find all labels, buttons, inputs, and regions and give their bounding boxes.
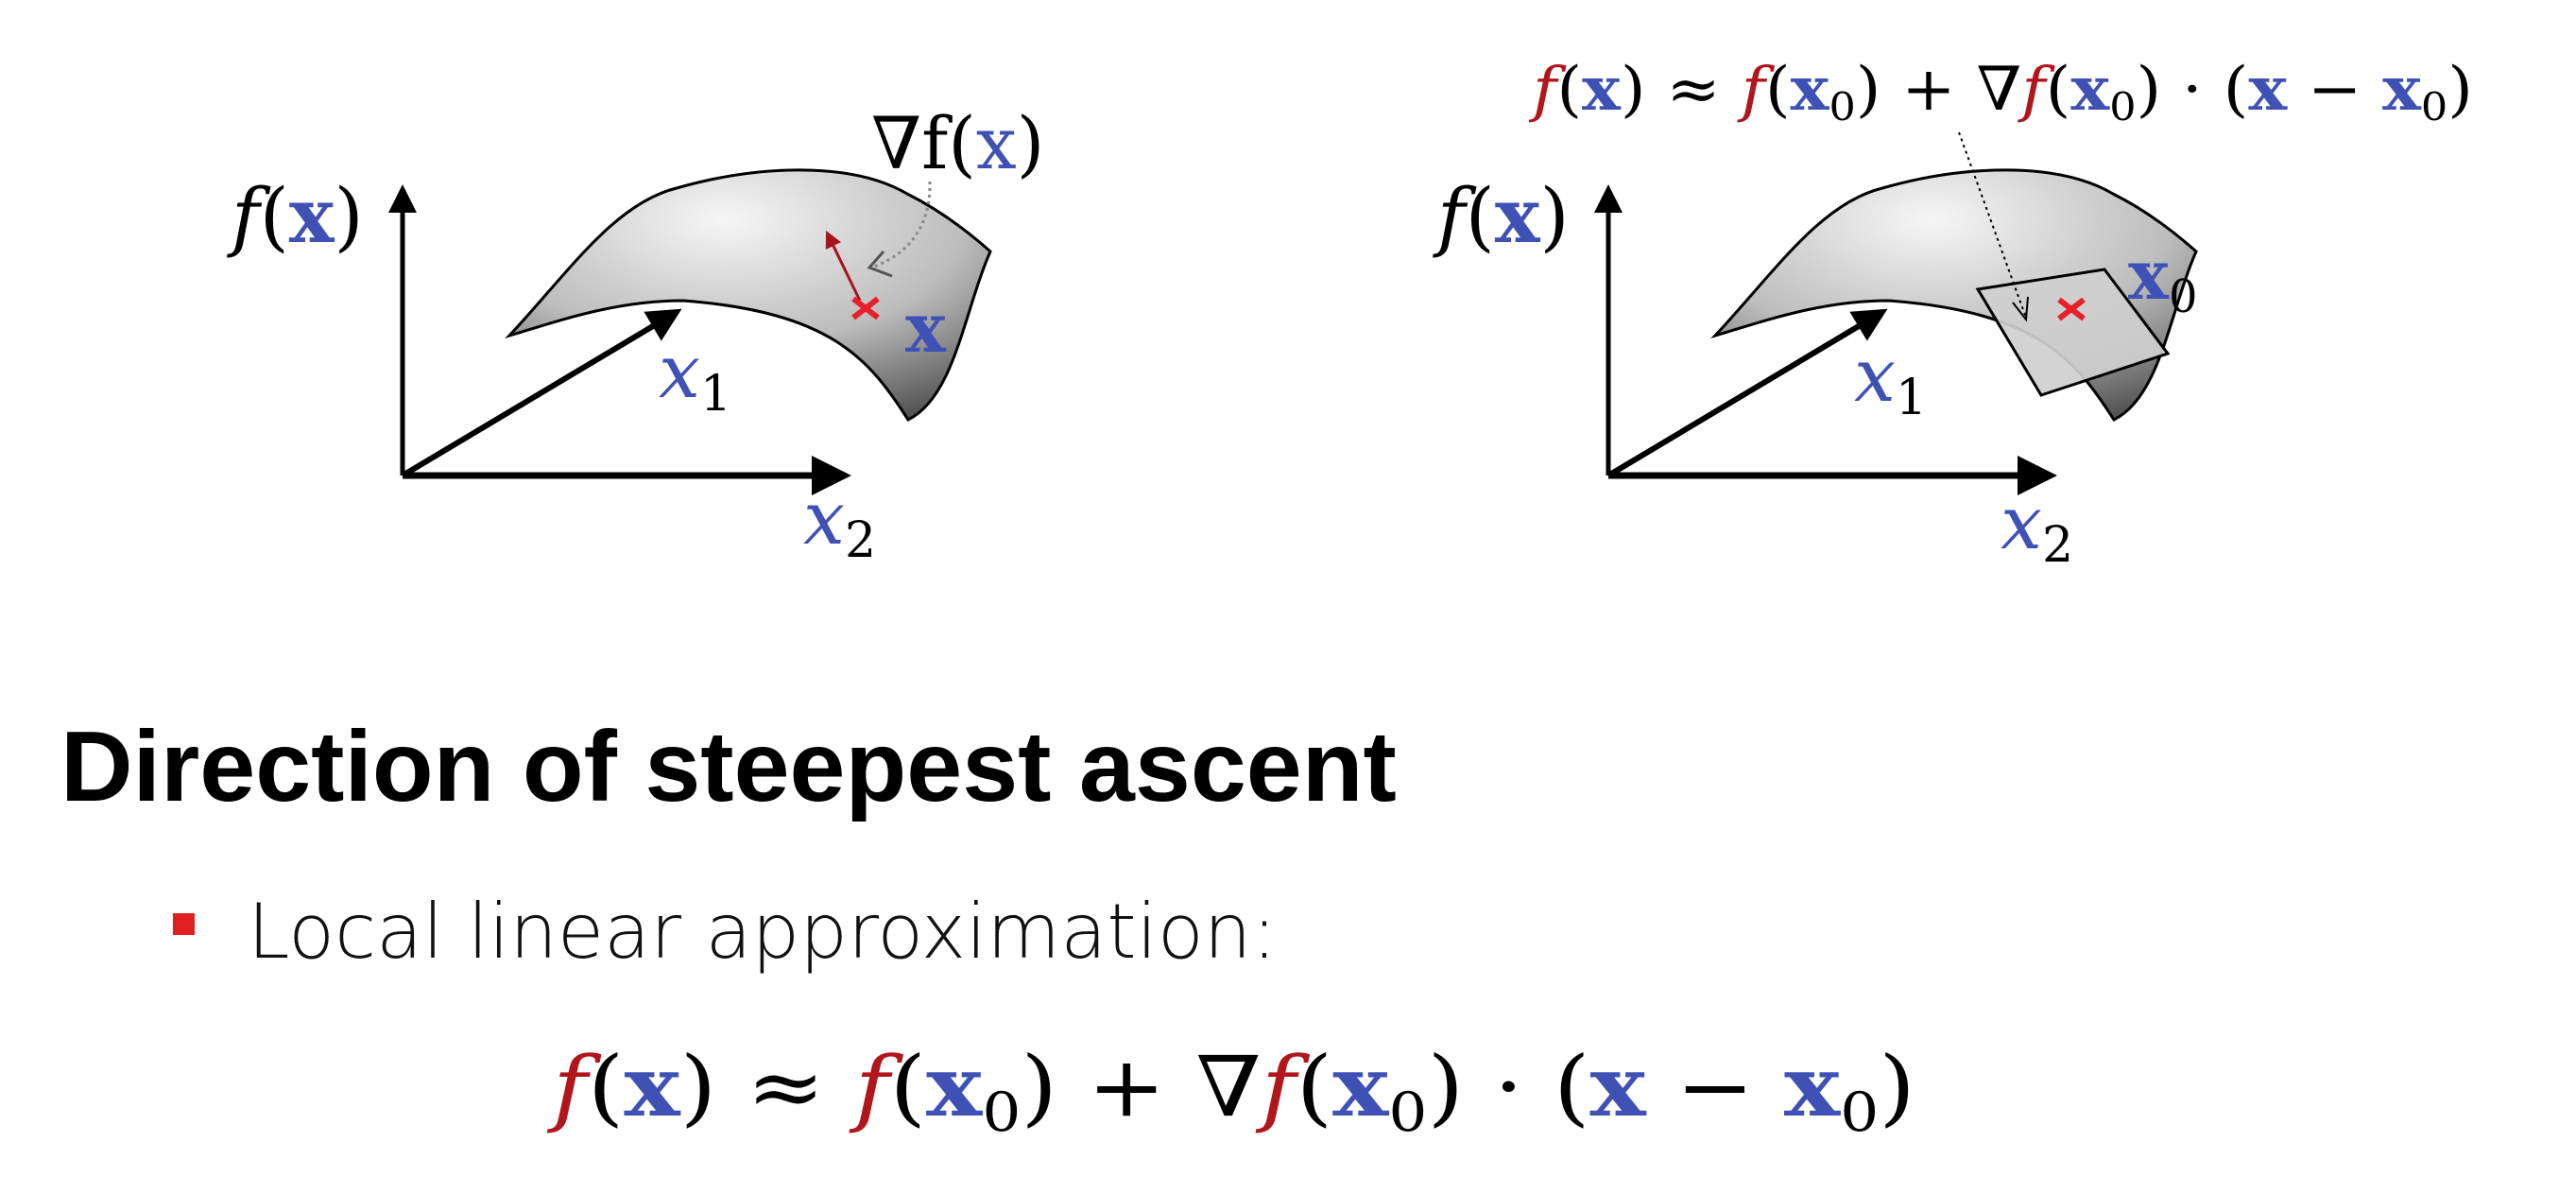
formula-token: ): [1879, 1038, 1915, 1135]
formula-token: x: [1590, 1037, 1648, 1135]
formula-token: x: [624, 1037, 681, 1135]
formula-token: (: [889, 1038, 926, 1135]
linear-approximation-formula-annotation: f(x) ≈ f(x0) + ∇f(x0) · (x − x0): [1529, 54, 2473, 130]
formula-token: (: [588, 1038, 625, 1135]
formula-subscript: 0: [1388, 1082, 1427, 1144]
formula-token: (: [1556, 55, 1582, 125]
point-x-mark-icon: [851, 296, 880, 320]
formula-subscript: 0: [2421, 84, 2447, 130]
formula-subscript: 0: [982, 1082, 1021, 1144]
x1-label: x1: [659, 330, 731, 423]
pointer-arrowhead-icon: [867, 251, 893, 278]
x1-axis-arrow: [401, 308, 682, 478]
y-axis-label: f(x): [227, 171, 364, 260]
left-diagram: f(x) x1 x2 ∇f(x) x: [227, 101, 1044, 569]
point-x0-label: x0: [2128, 234, 2197, 323]
bullet-text: Local linear approximation:: [248, 888, 1277, 976]
formula-token: x: [2382, 54, 2422, 125]
formula-token: ) + ∇: [1021, 1038, 1261, 1135]
formula-token: x: [2248, 54, 2288, 125]
page-title: Direction of steepest ascent: [60, 711, 1397, 822]
gradient-arrow: [825, 230, 862, 302]
formula-token: ) ≈: [1621, 55, 1742, 125]
x2-label: x2: [803, 476, 876, 569]
point-x0-mark-icon: [2057, 297, 2086, 321]
surface: [505, 168, 992, 422]
formula-token: (: [2046, 55, 2071, 125]
formula-token: (: [1765, 55, 1791, 125]
gradient-label: ∇f(x): [871, 101, 1044, 185]
formula-token: ) · (: [2137, 55, 2249, 125]
pointer-arrowhead-icon: [2012, 296, 2029, 322]
formula-subscript: 0: [1829, 84, 1855, 130]
formula-token: x: [926, 1037, 984, 1135]
tangent-plane: [1975, 268, 2171, 397]
point-label: x: [905, 287, 947, 368]
formula-subscript: 0: [1840, 1082, 1879, 1144]
x1-axis-arrow: [1606, 308, 1888, 478]
right-diagram: f(x) x1 x2 x0 f(x) ≈ f(x0) + ∇f(x0) · (x…: [1433, 54, 2473, 574]
x2-label: x2: [2001, 481, 2073, 574]
formula-token: x: [1332, 1037, 1390, 1135]
y-axis-label: f(x): [1433, 171, 1570, 260]
bullet-marker-icon: [173, 913, 195, 935]
formula-subscript: 0: [2109, 84, 2136, 130]
formula-token: x: [1784, 1037, 1842, 1135]
x1-label: x1: [1854, 334, 1927, 426]
formula-token: ) ≈: [680, 1038, 855, 1135]
formula-token: ) · (: [1427, 1038, 1589, 1135]
formula-token: x: [1791, 54, 1830, 125]
formula-token: ) + ∇: [1856, 55, 2021, 125]
formula-token: x: [1582, 54, 1622, 125]
formula-token: −: [2287, 55, 2382, 125]
formula-token: x: [2070, 54, 2110, 125]
dotted-pointer: [873, 181, 932, 268]
formula-token: ): [2447, 55, 2473, 125]
formula-token: (: [1296, 1038, 1332, 1135]
formula-token: −: [1646, 1038, 1784, 1135]
